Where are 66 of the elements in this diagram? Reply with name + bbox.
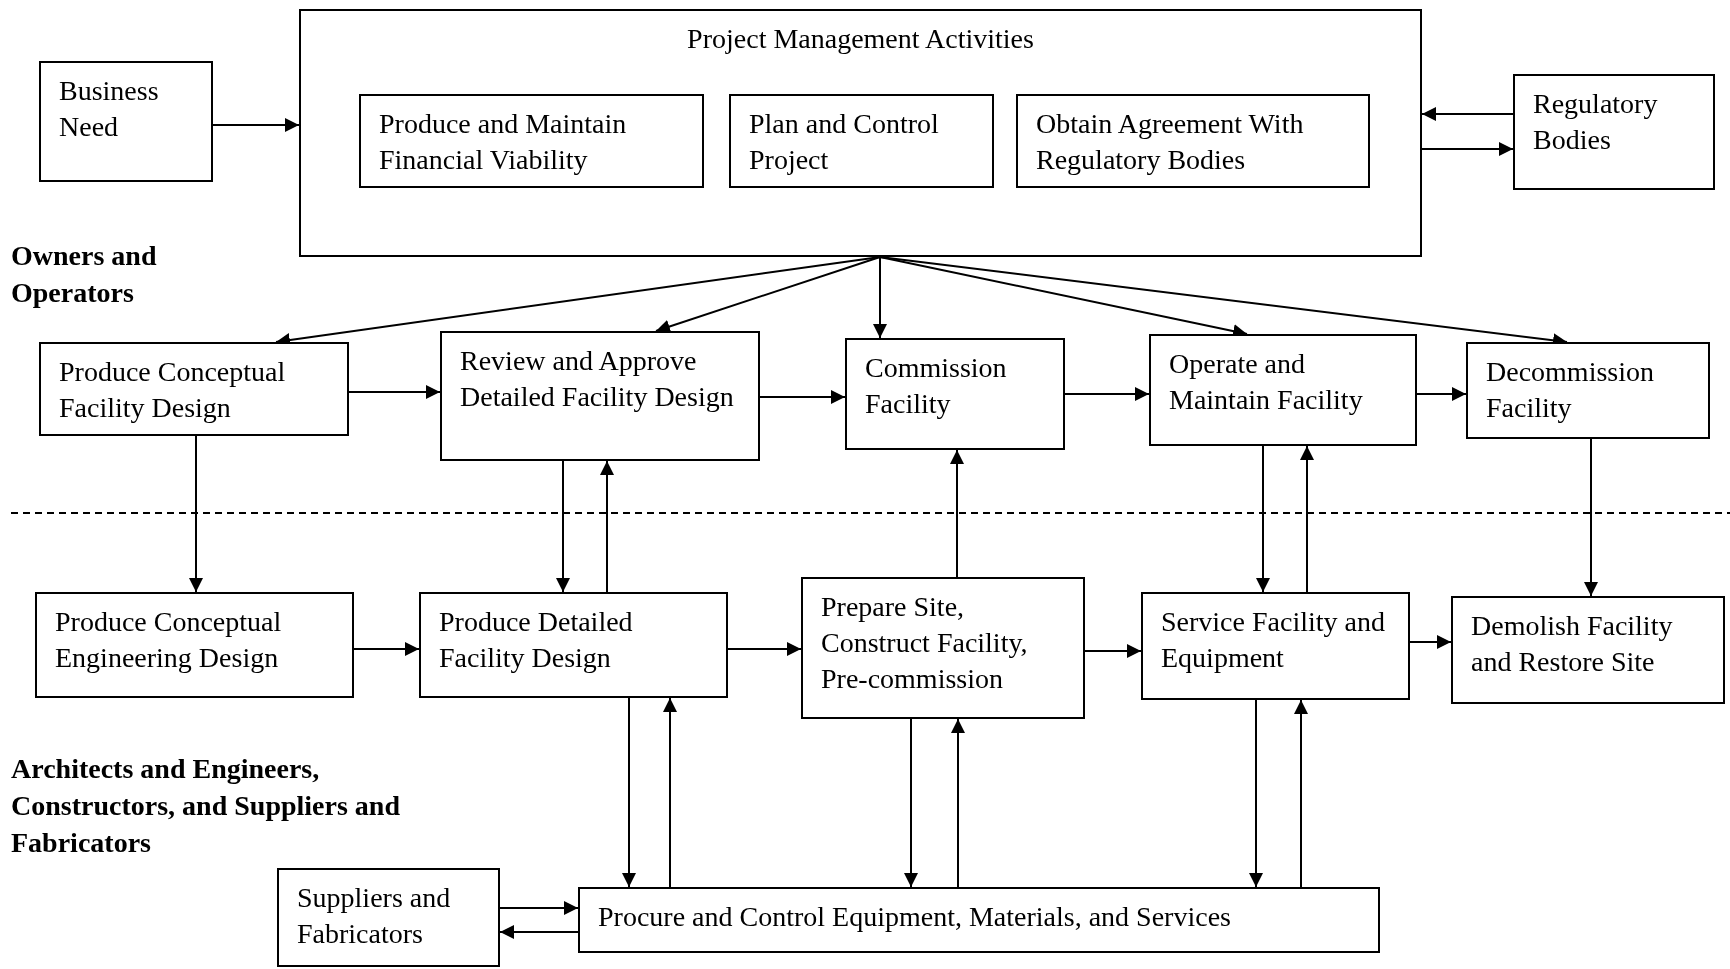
- arrow: [622, 697, 636, 888]
- arrow: [212, 118, 300, 132]
- process-box: [359, 94, 704, 188]
- arrow: [950, 449, 964, 578]
- arrow: [189, 435, 203, 593]
- arrow: [600, 460, 614, 593]
- box-text: Commission Facility: [865, 351, 1008, 421]
- box-text: Procure and Control Equipment, Materials, and Services: [598, 900, 1232, 934]
- lane-label: Architects and Engineers, Constructors, and Suppliers and Fabricators: [11, 752, 401, 860]
- process-box: [35, 592, 354, 698]
- box-text: Prepare Site, Construct Facility, Pre-commission: [821, 590, 1029, 696]
- box-text: Produce Conceptual Engineering Design: [55, 605, 283, 675]
- arrow: [1416, 387, 1467, 401]
- process-box: [1016, 94, 1370, 188]
- process-box: [845, 338, 1065, 450]
- arrow: [1409, 635, 1452, 649]
- process-box: [1141, 592, 1410, 700]
- arrow: [655, 256, 881, 334]
- lane-label: Owners and Operators: [11, 239, 158, 310]
- arrow: [499, 925, 579, 939]
- arrow: [1256, 445, 1270, 593]
- arrow: [1584, 438, 1598, 597]
- arrow: [873, 256, 887, 339]
- box-text: Business Need: [59, 74, 160, 144]
- process-box: [277, 868, 500, 967]
- box-text: Regulatory Bodies: [1533, 87, 1659, 157]
- process-box: [39, 61, 213, 182]
- arrow: [353, 642, 420, 656]
- box-text: Obtain Agreement With Regulatory Bodies: [1036, 107, 1305, 177]
- process-box: [1149, 334, 1417, 446]
- group-box: [299, 9, 1422, 257]
- arrow: [499, 901, 579, 915]
- arrow: [1421, 142, 1514, 156]
- process-box: [801, 577, 1085, 719]
- arrow: [904, 718, 918, 888]
- arrow: [759, 390, 846, 404]
- box-text: Demolish Facility and Restore Site: [1471, 609, 1674, 679]
- process-box: [729, 94, 994, 188]
- arrow: [1249, 699, 1263, 888]
- arrow: [1064, 387, 1150, 401]
- box-text: Produce Conceptual Facility Design: [59, 355, 287, 425]
- process-box: [1466, 342, 1710, 439]
- group-title: Project Management Activities: [686, 22, 1035, 56]
- box-text: Suppliers and Fabricators: [297, 881, 452, 951]
- process-box: [39, 342, 349, 436]
- box-text: Review and Approve Detailed Facility Design: [460, 344, 735, 414]
- box-text: Plan and Control Project: [749, 107, 940, 177]
- arrow: [727, 642, 802, 656]
- arrow: [951, 718, 965, 888]
- box-text: Decommission Facility: [1486, 355, 1655, 425]
- arrow: [1084, 644, 1142, 658]
- box-text: Service Facility and Equipment: [1161, 605, 1386, 675]
- process-box: [1451, 596, 1725, 704]
- box-text: Produce and Maintain Financial Viability: [379, 107, 628, 177]
- process-box: [440, 331, 760, 461]
- arrow: [663, 697, 677, 888]
- arrow: [1294, 699, 1308, 888]
- process-box: [1513, 74, 1715, 190]
- arrow: [1300, 445, 1314, 593]
- arrow: [348, 385, 441, 399]
- arrow: [1421, 107, 1514, 121]
- process-box: [578, 887, 1380, 953]
- process-box: [419, 592, 728, 698]
- box-text: Produce Detailed Facility Design: [439, 605, 634, 675]
- box-text: Operate and Maintain Facility: [1169, 347, 1364, 417]
- arrow: [556, 460, 570, 593]
